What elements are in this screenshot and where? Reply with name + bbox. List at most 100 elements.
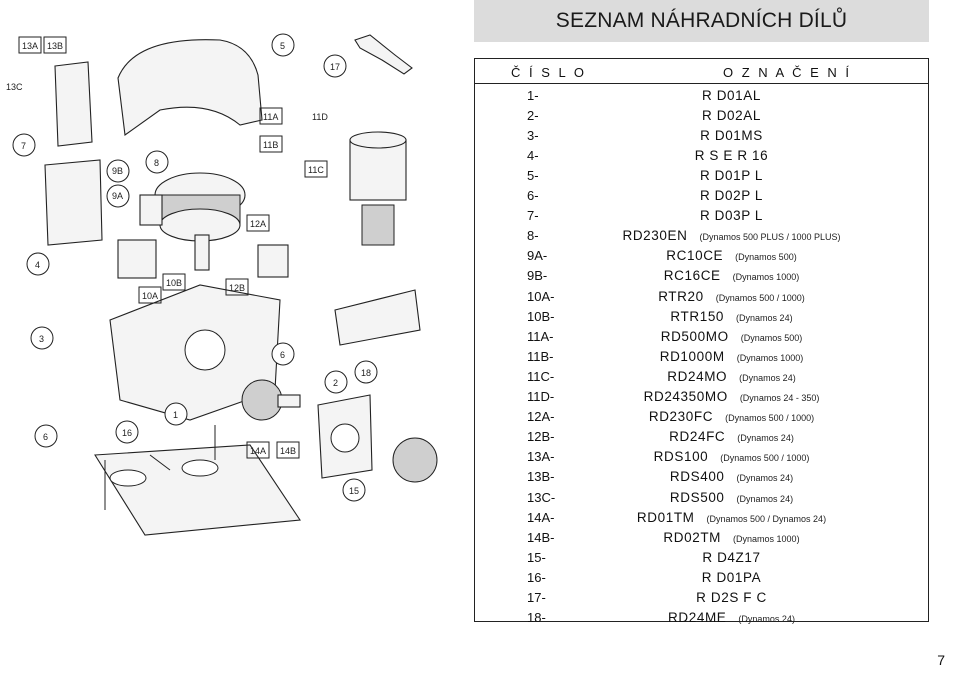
part-code-cell: RD24FC(Dynamos 24) [475, 429, 928, 444]
part-code-cell: R D2S F C [475, 590, 928, 605]
table-header: Č Í S L O O Z N A Č E N Í [475, 61, 928, 84]
part-number: 10B- [527, 308, 555, 324]
part-code-cell: RC16CE(Dynamos 1000) [475, 268, 928, 283]
table-row: 8-RD230EN(Dynamos 500 PLUS / 1000 PLUS) [475, 226, 928, 246]
part-note: (Dynamos 1000) [736, 352, 804, 363]
label-13b: 13B [47, 41, 63, 51]
table-row: 16-R D01PA [475, 567, 928, 587]
part-code: RD02TM [663, 529, 722, 545]
part-number: 10A- [527, 288, 555, 304]
table-row: 17-R D2S F C [475, 588, 928, 608]
label-6-bottom: 6 [43, 432, 48, 442]
part-note: (Dynamos 500 / 1000) [725, 413, 815, 424]
table-row: 4-R S E R 16 [475, 145, 928, 165]
limit-switch [257, 244, 289, 278]
label-10a: 10A [142, 291, 158, 301]
label-box-11b [259, 135, 283, 153]
table-row: 3-R D01MS [475, 125, 928, 145]
label-9b: 9B [112, 166, 123, 176]
part-code-cell: RD01TM(Dynamos 500 / Dynamos 24) [475, 510, 928, 525]
label-box-10b [162, 273, 186, 291]
base-plate [94, 444, 301, 536]
label-9a: 9A [112, 191, 123, 201]
label-circle-7 [12, 133, 36, 157]
part-number: 12B- [527, 429, 555, 445]
label-box-11c [304, 160, 328, 178]
motor-spring [361, 204, 395, 246]
table-row: 13C-RDS500(Dynamos 24) [475, 487, 928, 507]
part-code: RDS400 [669, 469, 725, 485]
part-note: (Dynamos 500 / 1000) [715, 292, 805, 303]
table-row: 13A-RDS100(Dynamos 500 / 1000) [475, 447, 928, 467]
label-8: 8 [154, 158, 159, 168]
leader-line [149, 454, 171, 471]
label-box-12a [246, 214, 270, 232]
part-number: 5- [527, 167, 539, 183]
part-note: (Dynamos 24) [739, 372, 796, 383]
part-number: 14B- [527, 529, 555, 545]
part-code: R D01P L [699, 167, 764, 183]
part-number: 9A- [527, 248, 548, 264]
label-16: 16 [122, 428, 132, 438]
part-note: (Dynamos 24) [736, 493, 794, 504]
part-number: 15- [527, 549, 546, 565]
part-code: RTR150 [670, 308, 725, 324]
part-code-cell: RD1000M(Dynamos 1000) [475, 349, 928, 364]
part-note: (Dynamos 500 / Dynamos 24) [706, 513, 827, 524]
part-number: 11B- [527, 348, 554, 364]
table-row: 12B-RD24FC(Dynamos 24) [475, 427, 928, 447]
part-code: R D01MS [700, 127, 763, 143]
label-4: 4 [35, 260, 40, 270]
label-circle-9a [106, 184, 130, 208]
transformer [117, 239, 157, 279]
table-row: 14B-RD02TM(Dynamos 1000) [475, 527, 928, 547]
label-box-14b [276, 441, 300, 459]
table-row: 7-R D03P L [475, 206, 928, 226]
table-row: 10A-RTR20(Dynamos 500 / 1000) [475, 286, 928, 306]
part-code: R D01AL [702, 87, 761, 103]
part-code-cell: RD230FC(Dynamos 500 / 1000) [475, 409, 928, 424]
table-row: 14A-RD01TM(Dynamos 500 / Dynamos 24) [475, 507, 928, 527]
part-code-cell: RD230EN(Dynamos 500 PLUS / 1000 PLUS) [475, 228, 928, 243]
label-circle-6-bottom [34, 424, 58, 448]
part-code-cell: R D01AL [475, 88, 928, 103]
part-number: 2- [527, 107, 539, 123]
part-code: RC10CE [666, 248, 724, 264]
label-circle-4 [26, 252, 50, 276]
part-number: 8- [527, 228, 539, 244]
label-box-13a [18, 36, 42, 54]
part-code-cell: RDS400(Dynamos 24) [475, 469, 928, 484]
label-circle-9b [106, 159, 130, 183]
part-code: RD24MO [667, 368, 728, 384]
table-row: 11C- RD24MO (Dynamos 24) [475, 366, 928, 386]
part-code-cell: RDS500 (Dynamos 24) [475, 490, 928, 505]
table-row: 10B-RTR150(Dynamos 24) [475, 306, 928, 326]
gear-15 [392, 437, 438, 483]
part-code-cell: RDS100(Dynamos 500 / 1000) [475, 449, 928, 464]
housing-hole [184, 329, 226, 371]
part-number: 7- [527, 208, 539, 224]
label-5: 5 [280, 41, 285, 51]
part-note: (Dynamos 500) [740, 332, 803, 343]
label-circle-18 [354, 360, 378, 384]
part-number: 11C- [527, 368, 555, 384]
part-code: R D02P L [699, 188, 764, 203]
table-row: 9B-RC16CE(Dynamos 1000) [475, 266, 928, 286]
label-circle-1 [164, 402, 188, 426]
part-number: 18- [527, 610, 546, 626]
part-code-cell: RD24MO (Dynamos 24) [475, 369, 928, 384]
label-13a: 13A [22, 41, 38, 51]
label-circle-3 [30, 326, 54, 350]
table-row: 2-R D02AL [475, 105, 928, 125]
part-number: 1- [527, 87, 539, 103]
part-code: RD500MO [660, 328, 729, 344]
part-code: RDS500 [669, 489, 725, 505]
plate-hole [330, 423, 360, 453]
part-code-cell: RC10CE (Dynamos 500) [475, 248, 928, 263]
part-note: (Dynamos 500) [735, 252, 797, 263]
label-17: 17 [330, 62, 340, 72]
table-row: 15-R D4Z17 [475, 547, 928, 567]
label-10b: 10B [166, 278, 182, 288]
label-3: 3 [39, 334, 44, 344]
plate-hole-b [181, 459, 219, 477]
